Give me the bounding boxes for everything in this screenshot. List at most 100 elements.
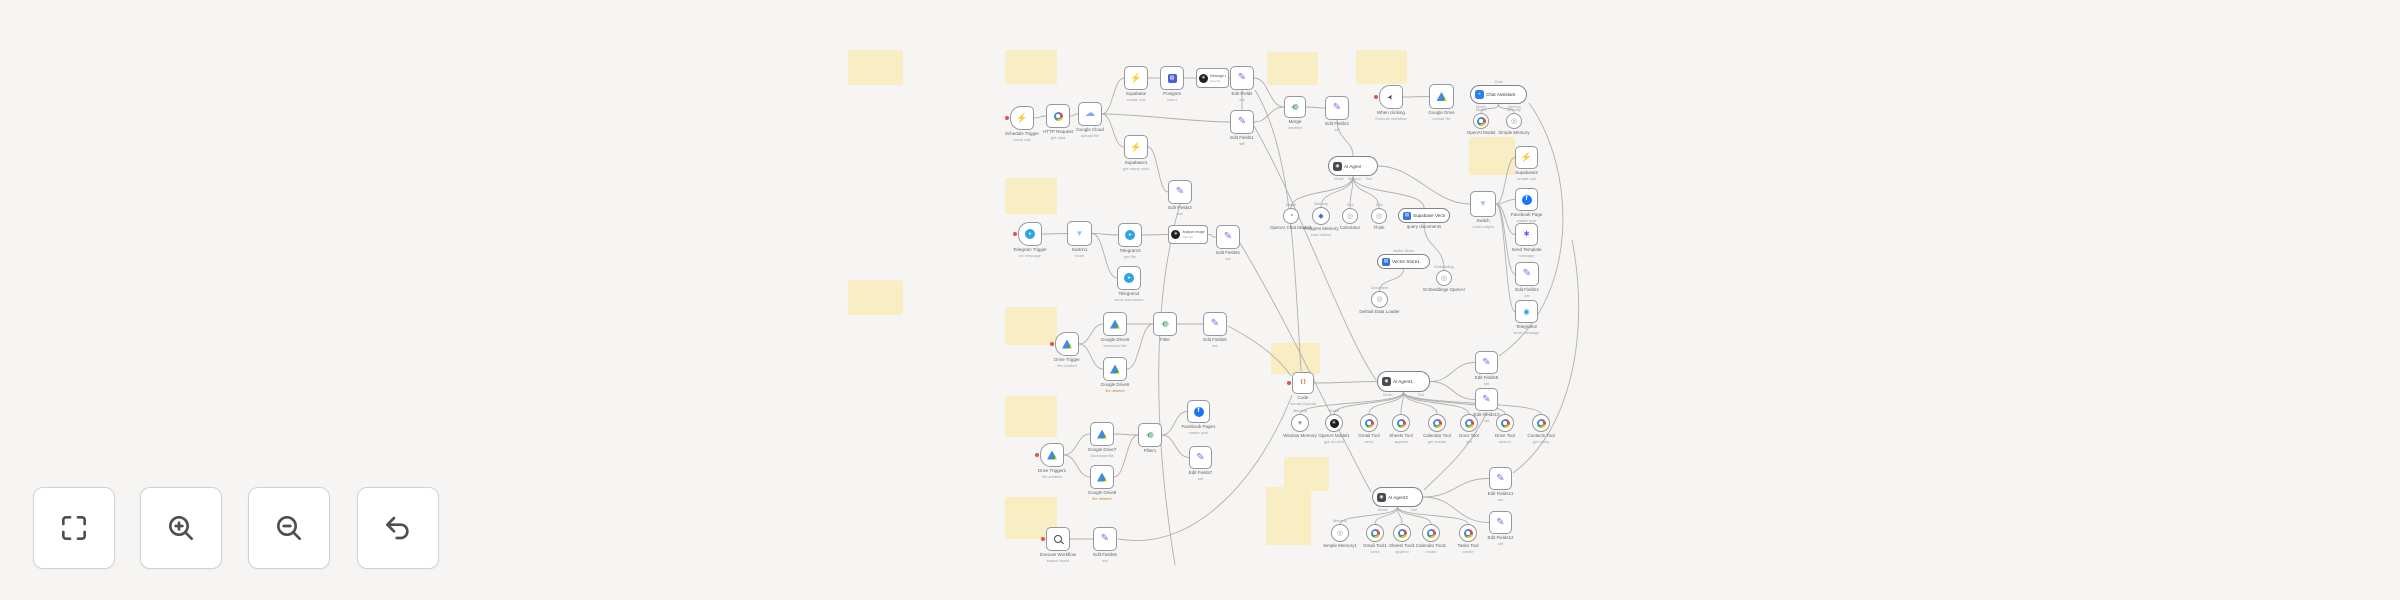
zoom-in-button[interactable] xyxy=(140,487,222,569)
google-icon xyxy=(1463,528,1473,538)
sticky-note[interactable] xyxy=(1469,137,1515,175)
sticky-note[interactable] xyxy=(1356,50,1407,84)
sticky-note[interactable] xyxy=(1284,457,1329,491)
node-label: query documents xyxy=(1406,224,1442,229)
facebook-icon: f xyxy=(1521,194,1532,205)
sticky-note[interactable] xyxy=(1271,343,1320,374)
sticky-note[interactable] xyxy=(1005,50,1057,84)
undo-icon xyxy=(386,516,409,540)
sticky-note[interactable] xyxy=(848,280,903,315)
workflow-node-A6[interactable]: ✳Message a modelOpenAI xyxy=(1196,68,1229,88)
edge xyxy=(1253,77,1285,108)
zoom-out-button[interactable] xyxy=(248,487,330,569)
sticky-note[interactable] xyxy=(1266,487,1311,545)
search-icon xyxy=(1054,535,1062,543)
sticky-note[interactable] xyxy=(1005,178,1057,214)
edge xyxy=(1101,113,1231,123)
undo-button[interactable] xyxy=(357,487,439,569)
fit-view-button[interactable] xyxy=(33,487,115,569)
node-top-label: Document xyxy=(1370,285,1389,290)
sticky-note[interactable] xyxy=(1005,307,1057,345)
sticky-note[interactable] xyxy=(1267,52,1318,85)
sticky-note[interactable] xyxy=(848,50,903,85)
sticky-note[interactable] xyxy=(1005,396,1057,437)
workflow-node-B3[interactable]: ➤When clicking'Execute workflow' xyxy=(1373,85,1407,121)
workflow-node-C6[interactable]: ▤Supabase Vector Storequery documents xyxy=(1398,208,1450,229)
